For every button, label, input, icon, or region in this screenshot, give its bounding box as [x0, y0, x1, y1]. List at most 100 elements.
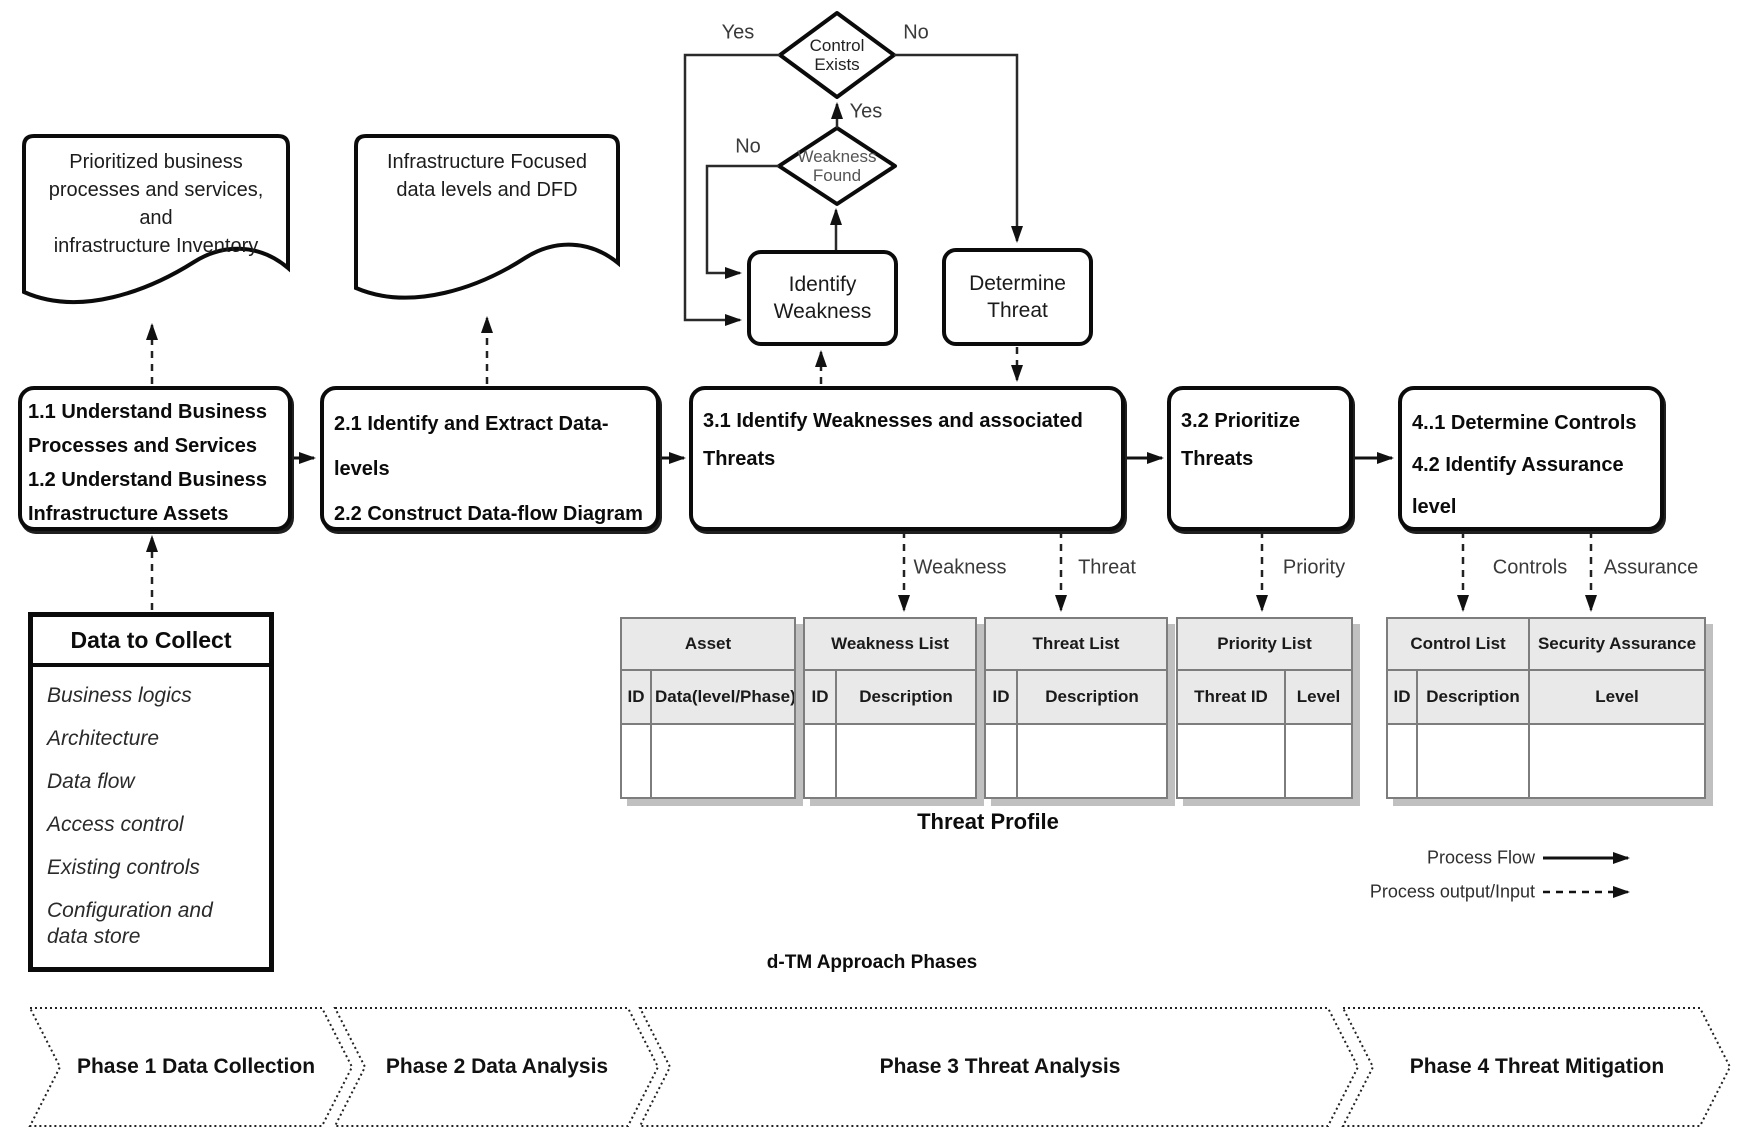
weakness-table-title: Weakness List — [803, 617, 977, 671]
box1-line4: Infrastructure Assets — [28, 503, 229, 525]
weakness-found-line2: Found — [812, 166, 862, 185]
data-to-collect-box: Data to Collect Business logics Architec… — [28, 612, 274, 972]
label-threat-output: Threat — [1078, 556, 1136, 579]
process-box-3-identify-weaknesses: 3.1 Identify Weaknesses and associated T… — [689, 386, 1125, 531]
decision-weakness-found-shape — [777, 126, 897, 206]
priority-list-table: Priority List Threat ID Level — [1176, 617, 1353, 799]
weakness-list-table: Weakness List ID Description — [803, 617, 977, 799]
box1-line1: 1.1 Understand Business — [28, 401, 267, 423]
weakness-col-description: Description — [835, 669, 977, 725]
box32-line1: 3.2 Prioritize — [1181, 410, 1300, 432]
dtc-item-business-logics: Business logics — [47, 684, 192, 707]
doc2-line2: data levels and DFD — [396, 179, 578, 201]
phase4-chevron — [1341, 1007, 1732, 1127]
activity-determine-threat: Determine Threat — [942, 248, 1093, 346]
control-cell-description — [1415, 723, 1531, 799]
control-assurance-table: Control List Security Assurance ID Descr… — [1385, 617, 1706, 799]
legend-process-output-label: Process output/Input — [1369, 881, 1535, 902]
phase-4-label: Phase 4 Threat Mitigation — [1409, 1055, 1665, 1078]
asset-col-data: Data(level/Phase) — [650, 669, 796, 725]
asset-table: Asset ID Data(level/Phase) — [620, 617, 796, 799]
phase-3-label: Phase 3 Threat Analysis — [879, 1055, 1121, 1078]
control-cell-id — [1386, 723, 1418, 799]
doc1-line1: Prioritized business — [69, 151, 243, 173]
control-col-description: Description — [1415, 669, 1531, 725]
doc1-line3: and — [139, 207, 173, 229]
threat-col-id: ID — [984, 669, 1018, 725]
identify-weakness-line2: Weakness — [773, 300, 872, 323]
process-box-2-identify-extract: 2.1 Identify and Extract Data-levels 2.2… — [320, 386, 660, 531]
label-yes-mid: Yes — [849, 100, 883, 123]
activity-identify-weakness: Identify Weakness — [747, 250, 898, 346]
identify-weakness-line1: Identify — [788, 273, 857, 296]
doc2-line1: Infrastructure Focused — [386, 151, 588, 173]
data-to-collect-title: Data to Collect — [33, 617, 269, 667]
data-to-collect-items: Business logics Architecture Data flow A… — [33, 667, 269, 950]
process-box-4-determine-controls: 4..1 Determine Controls 4.2 Identify Ass… — [1398, 386, 1664, 531]
label-assurance-output: Assurance — [1603, 556, 1699, 579]
dtc-item-data-flow: Data flow — [47, 770, 135, 793]
threat-col-description: Description — [1016, 669, 1168, 725]
asset-col-id: ID — [620, 669, 652, 725]
priority-cell-level — [1284, 723, 1353, 799]
decision-weakness-found-label: Weakness Found — [777, 147, 897, 185]
decision-control-exists-label: Control Exists — [787, 36, 887, 74]
label-no-mid: No — [735, 135, 761, 158]
priority-col-level: Level — [1284, 669, 1353, 725]
document-shape-dfd — [354, 134, 620, 300]
dtc-item-existing-controls: Existing controls — [47, 856, 200, 879]
dtc-item-architecture: Architecture — [47, 727, 160, 750]
box2-line2: 2.2 Construct Data-flow Diagram — [334, 503, 643, 525]
box1-line3: 1.2 Understand Business — [28, 469, 267, 491]
process-box-32-prioritize-threats: 3.2 Prioritize Threats — [1167, 386, 1353, 531]
box1-line2: Processes and Services — [28, 435, 258, 457]
weakness-found-line1: Weakness — [797, 147, 877, 166]
threat-list-table: Threat List ID Description — [984, 617, 1168, 799]
weakness-cell-description — [835, 723, 977, 799]
doc1-line4: infrastructure Inventory — [53, 235, 259, 257]
assurance-cell-level — [1528, 723, 1706, 799]
threat-profile-label: Threat Profile — [917, 809, 1059, 834]
weakness-cell-id — [803, 723, 837, 799]
weakness-col-id: ID — [803, 669, 837, 725]
label-controls-output: Controls — [1492, 556, 1568, 579]
control-exists-line1: Control — [809, 36, 865, 55]
control-exists-line2: Exists — [814, 55, 860, 74]
priority-col-threat-id: Threat ID — [1176, 669, 1286, 725]
phase-2-label: Phase 2 Data Analysis — [385, 1055, 609, 1078]
priority-cell-threat-id — [1176, 723, 1286, 799]
assurance-col-level: Level — [1528, 669, 1706, 725]
label-priority-output: Priority — [1282, 556, 1346, 579]
asset-cell-data — [650, 723, 796, 799]
edge-weakness-no-loop — [705, 164, 779, 279]
box32-line2: Threats — [1181, 448, 1254, 470]
dtc-item-access-control: Access control — [47, 813, 184, 836]
asset-cell-id — [620, 723, 652, 799]
assurance-table-title: Security Assurance — [1528, 617, 1706, 671]
control-col-id: ID — [1386, 669, 1418, 725]
edge-control-no — [894, 53, 1023, 243]
label-yes-top: Yes — [721, 21, 755, 44]
decision-control-exists-shape — [778, 11, 896, 99]
edge-control-yes-loop — [683, 53, 780, 326]
box3-line2: Threats — [703, 448, 776, 470]
phase3-chevron — [638, 1007, 1360, 1127]
label-weakness-output: Weakness — [913, 556, 1007, 579]
phase1-chevron — [28, 1007, 354, 1127]
box4-line2: 4.2 Identify Assurance level — [1412, 454, 1624, 518]
priority-table-title: Priority List — [1176, 617, 1353, 671]
phases-title: d-TM Approach Phases — [766, 952, 978, 973]
legend-process-flow-label: Process Flow — [1426, 847, 1535, 868]
document-business-inventory-text: Prioritized business processes and servi… — [40, 148, 272, 260]
document-shape-business-inventory — [22, 134, 290, 305]
asset-table-title: Asset — [620, 617, 796, 671]
phase2-chevron — [333, 1007, 660, 1127]
box3-line1: 3.1 Identify Weaknesses and associated — [703, 410, 1083, 432]
dtc-item-configuration: Configuration and data store — [47, 899, 213, 948]
label-no-top: No — [903, 21, 929, 44]
threat-cell-description — [1016, 723, 1168, 799]
control-table-title: Control List — [1385, 617, 1531, 671]
determine-threat-line2: Threat — [987, 299, 1048, 322]
